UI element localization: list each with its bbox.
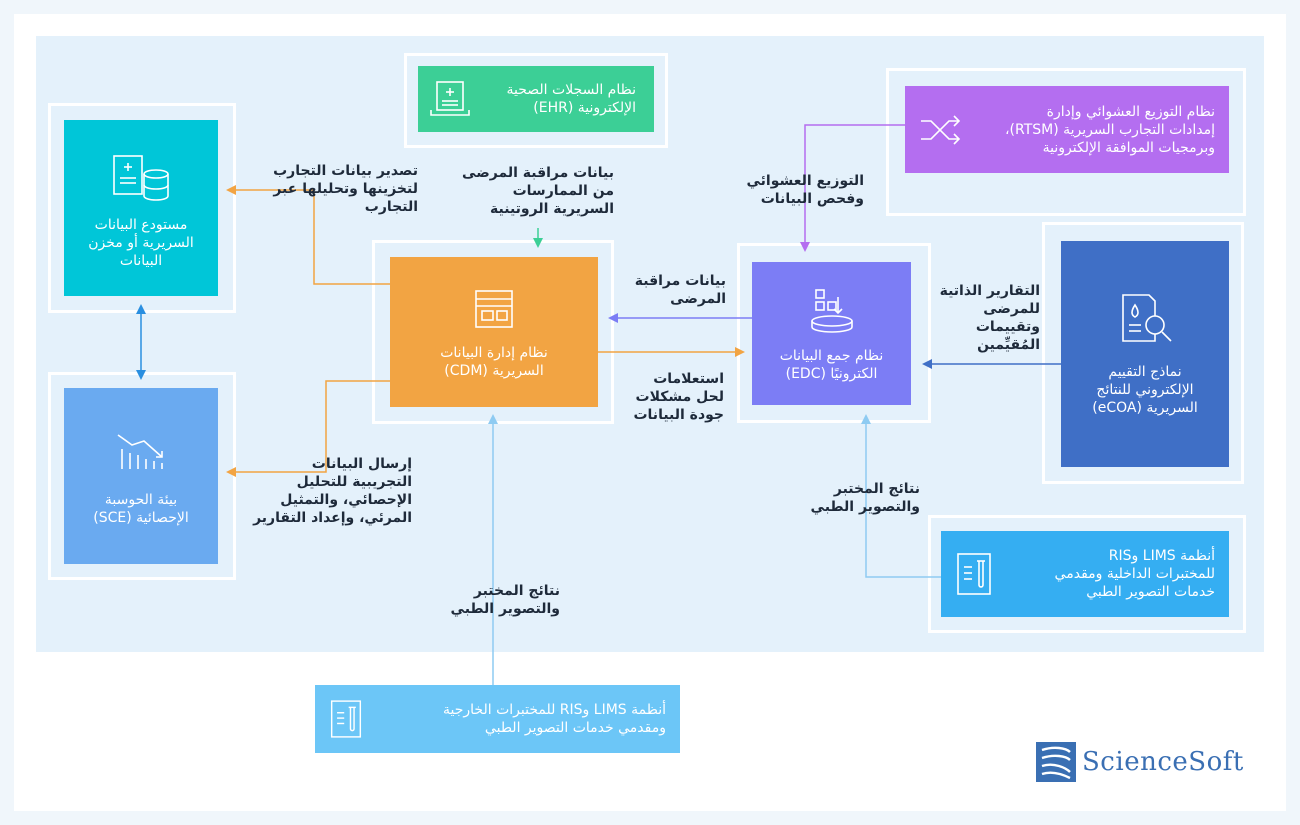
node-sce: بيئة الحوسبة الإحصائية (SCE) (64, 388, 218, 564)
document-search-icon (1115, 291, 1175, 347)
node-ehr: نظام السجلات الصحية الإلكترونية (EHR) (418, 66, 654, 132)
node-rtsm-label: نظام التوزيع العشوائي وإدارة إمدادات الت… (1005, 103, 1215, 156)
node-rtsm: نظام التوزيع العشوائي وإدارة إمدادات الت… (905, 86, 1229, 173)
data-collection-icon (807, 287, 857, 337)
node-repo: مستودع البيانات السريرية أو مخزن البيانا… (64, 120, 218, 296)
label-cdm-repo: تصدير بيانات التجارب لتخزينها وتحليلها ع… (273, 163, 418, 215)
shuffle-icon (919, 114, 963, 145)
laptop-document-icon (428, 79, 472, 119)
node-lims-internal-label: أنظمة LIMS وRIS للمختبرات الداخلية ومقدم… (1054, 548, 1215, 600)
test-tube-icon (329, 698, 363, 740)
label-lims-edc: نتائج المختبر والتصوير الطبي (810, 481, 920, 515)
node-ehr-label: نظام السجلات الصحية الإلكترونية (EHR) (506, 82, 637, 116)
node-repo-label: مستودع البيانات السريرية أو مخزن البيانا… (88, 217, 194, 269)
rtsm-frame (886, 68, 1246, 216)
label-rtsm-edc: التوزيع العشوائي وفحص البيانات (746, 173, 864, 207)
edge-rtsm-edc (800, 124, 905, 252)
label-ecoa-edc: التقارير الذاتية للمرضى وتقييمات المُقيِ… (939, 283, 1040, 353)
edge-lims-edc (861, 414, 941, 578)
node-lims-external: أنظمة LIMS وRIS للمختبرات الخارجية ومقدم… (315, 685, 680, 753)
node-cdm-label: نظام إدارة البيانات السريرية (CDM) (440, 345, 548, 379)
lims-external-frame (300, 672, 692, 766)
node-cdm: نظام إدارة البيانات السريرية (CDM) (390, 257, 598, 407)
lims-internal-frame (928, 515, 1246, 633)
logo-text: ScienceSoft (1082, 747, 1244, 777)
bar-chart-trend-icon (114, 429, 168, 473)
node-lims-internal: أنظمة LIMS وRIS للمختبرات الداخلية ومقدم… (941, 531, 1229, 617)
node-edc: نظام جمع البيانات الكترونيًا (EDC) (752, 262, 911, 405)
node-sce-label: بيئة الحوسبة الإحصائية (SCE) (93, 492, 189, 526)
label-edc-cdm: بيانات مراقبة المرضى (634, 273, 726, 307)
node-edc-label: نظام جمع البيانات الكترونيًا (EDC) (779, 347, 884, 382)
label-cdm-edc: استعلامات لحل مشكلات جودة البيانات (633, 371, 724, 423)
ehr-frame (404, 53, 668, 148)
sciencesoft-logo-mark (1036, 742, 1076, 782)
node-ecoa-label: نماذج التقييم الإلكتروني للنتائج السريري… (1092, 364, 1198, 416)
database-document-icon (110, 152, 172, 204)
node-ecoa: نماذج التقييم الإلكتروني للنتائج السريري… (1061, 241, 1229, 467)
label-lims-cdm: نتائج المختبر والتصوير الطبي (450, 583, 560, 617)
node-lims-external-label: أنظمة LIMS وRIS للمختبرات الخارجية ومقدم… (443, 702, 666, 736)
test-tube-icon (955, 551, 993, 597)
edge-cdm-sce (226, 380, 390, 477)
browser-window-icon (472, 288, 516, 330)
label-cdm-sce: إرسال البيانات التجريبية للتحليل الإحصائ… (253, 456, 412, 526)
label-ehr-cdm: بيانات مراقبة المرضى من الممارسات السرير… (462, 165, 614, 217)
sciencesoft-logo: ScienceSoft (1036, 742, 1244, 782)
edge-cdm-repo (226, 185, 390, 285)
ecoa-frame (1042, 222, 1244, 484)
edc-frame (737, 243, 931, 423)
